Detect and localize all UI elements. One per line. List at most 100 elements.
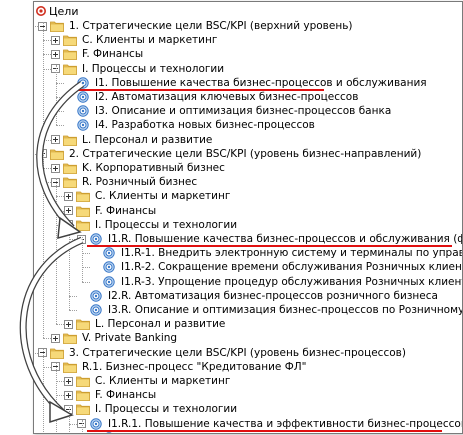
target-icon	[89, 290, 107, 302]
tree-connector	[43, 54, 51, 56]
tree-connector	[82, 267, 90, 269]
folder-icon	[63, 162, 81, 174]
folder-icon	[63, 362, 77, 373]
tree-spacer	[64, 107, 73, 116]
tree-spacer	[90, 249, 99, 258]
target-icon	[90, 417, 102, 430]
tree-connector	[43, 139, 51, 141]
tree-node-label: 2. Стратегические цели BSC/KPI (уровень …	[69, 147, 422, 160]
tree-guide-line	[56, 178, 57, 325]
expand-plus-icon[interactable]	[51, 49, 60, 59]
folder-icon	[63, 163, 77, 174]
target-icon	[102, 261, 120, 274]
tree-node[interactable]: I. Процессы и технологии	[51, 61, 225, 77]
expand-plus-icon[interactable]	[51, 135, 60, 145]
target-icon	[76, 77, 94, 89]
tree-root[interactable]: Цели	[36, 3, 79, 19]
expand-plus-icon[interactable]	[51, 163, 60, 173]
tree-node[interactable]: I1.R.1-1. Внедрение новых технических и …	[90, 430, 462, 434]
target-icon	[76, 105, 94, 117]
folder-icon	[76, 318, 94, 331]
tree-node[interactable]: F. Финансы	[51, 46, 144, 62]
tree-node-label: K. Корпоративный бизнес	[82, 162, 225, 174]
tree-node[interactable]: I3.R. Описание и оптимизация бизнес-проц…	[77, 302, 463, 318]
folder-icon	[76, 191, 90, 203]
folder-icon	[50, 347, 68, 359]
tree-node[interactable]: C. Клиенты и маркетинг	[51, 32, 218, 48]
expand-plus-icon[interactable]	[51, 35, 60, 45]
tree-spacer	[64, 78, 73, 87]
tree-node-label: C. Клиенты и маркетинг	[95, 190, 231, 203]
tree-guide-line	[69, 220, 70, 310]
tree-connector	[82, 253, 90, 255]
folder-icon	[63, 332, 81, 345]
folder-icon	[63, 176, 81, 189]
tree-node-label: I1.R-1. Внедрить электронную систему и т…	[121, 247, 463, 260]
folder-icon	[63, 333, 77, 345]
tree-node-label: I1.R.1. Повышение качества и эффективнос…	[108, 417, 463, 430]
tree-node-label: I3. Описание и оптимизация бизнес-процес…	[95, 105, 392, 118]
target-icon	[76, 91, 94, 103]
folder-icon	[76, 404, 90, 416]
tree-node-label: I2. Автоматизация ключевых бизнес-процес…	[95, 91, 359, 103]
folder-icon	[63, 48, 81, 61]
tree-node-label: I1.R.1-1. Внедрение новых технических и …	[120, 430, 462, 433]
target-icon	[103, 275, 115, 288]
tree-connector	[43, 182, 51, 184]
expand-plus-icon[interactable]	[64, 206, 73, 216]
tree-node-label: C. Клиенты и маркетинг	[95, 375, 231, 387]
expand-plus-icon[interactable]	[64, 319, 73, 329]
tree-connector	[56, 381, 64, 382]
tree-connector	[56, 210, 64, 212]
folder-icon	[50, 148, 68, 160]
tree-connector	[34, 153, 38, 155]
tree-node[interactable]: 1. Стратегические цели BSC/KPI (верхний …	[38, 18, 353, 34]
tree-node[interactable]: I1.R-2. Сокращение времени обслуживания …	[90, 259, 462, 275]
tree-connector	[34, 26, 38, 27]
folder-icon	[63, 63, 81, 75]
tree-node-label: 1. Стратегические цели BSC/KPI (верхний …	[69, 20, 353, 32]
tree-connector	[56, 82, 64, 84]
folder-icon	[76, 389, 94, 402]
expand-plus-icon[interactable]	[64, 390, 73, 400]
expand-plus-icon[interactable]	[64, 376, 73, 386]
tree-node-label: R. Розничный бизнес	[82, 176, 198, 189]
collapse-minus-icon[interactable]	[77, 419, 86, 429]
target-icon	[105, 432, 113, 433]
tree-connector	[56, 224, 64, 226]
tree-node[interactable]: I2.R. Автоматизация бизнес-процессов роз…	[77, 288, 439, 304]
expand-plus-icon[interactable]	[64, 191, 73, 201]
tree-node-label: I3.R. Описание и оптимизация бизнес-проц…	[108, 304, 463, 316]
target-icon	[102, 275, 120, 288]
tree-node-label: L. Персонал и развитие	[95, 318, 226, 331]
highlight-underline	[87, 429, 442, 432]
target-icon	[77, 77, 89, 89]
tree-root-label: Цели	[49, 4, 79, 18]
tree-node[interactable]: I1.R-3. Упрощение процедур обслуживания …	[90, 274, 462, 290]
tree-node[interactable]: I1.R.1. Повышение качества и эффективнос…	[77, 416, 463, 432]
expand-plus-icon[interactable]	[51, 333, 60, 343]
target-icon	[89, 417, 107, 430]
tree-node[interactable]: I1.R-1. Внедрить электронную систему и т…	[90, 245, 463, 261]
target-icon	[77, 91, 89, 103]
tree-node[interactable]: I1.R. Повышение качества бизнес-процессо…	[77, 231, 462, 247]
tree-spacer	[90, 433, 99, 434]
target-icon	[90, 304, 102, 316]
collapse-minus-icon[interactable]	[51, 64, 60, 74]
tree-node-label: F. Финансы	[95, 204, 157, 217]
target-icon	[102, 247, 120, 259]
target-icon	[77, 119, 89, 132]
collapse-minus-icon[interactable]	[38, 21, 47, 31]
goals-tree: Цели 1. Стратегические цели BSC/KPI (верх…	[34, 2, 462, 433]
target-icon	[89, 304, 107, 316]
folder-icon	[63, 35, 77, 47]
target-icon	[76, 119, 94, 132]
folder-icon	[63, 361, 81, 373]
tree-connector	[43, 366, 51, 368]
tree-connector	[43, 40, 51, 42]
target-icon	[102, 432, 120, 433]
tree-connector	[56, 395, 64, 397]
folder-icon	[76, 190, 94, 203]
tree-node-label: I1.R. Повышение качества бизнес-процессо…	[108, 233, 462, 245]
folder-icon	[76, 220, 90, 231]
